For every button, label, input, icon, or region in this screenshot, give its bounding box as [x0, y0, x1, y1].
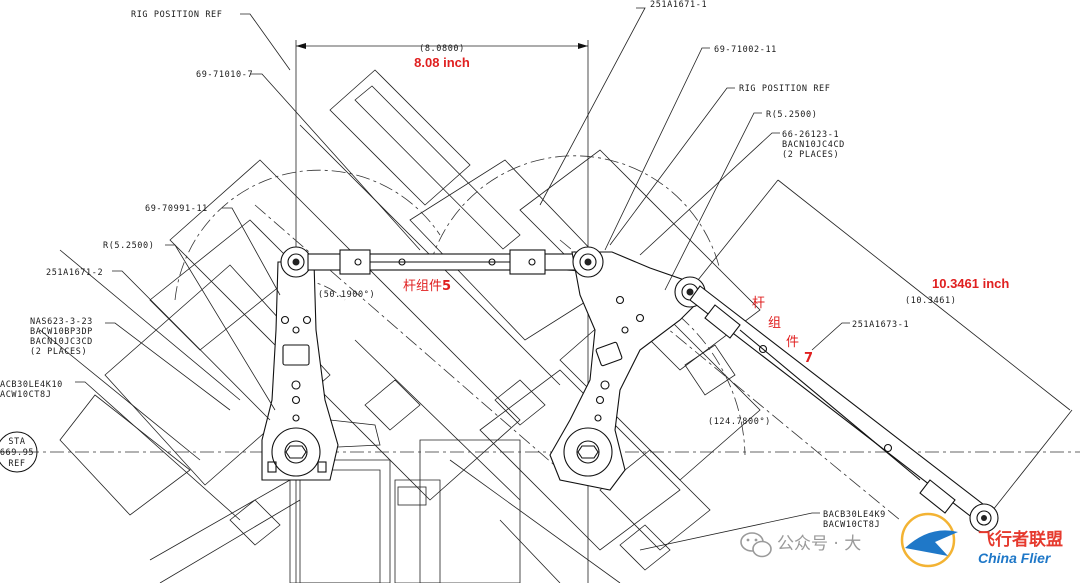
part-labels: RIG POSITION REF 251A1671-1 69-71002-11 … [0, 0, 1009, 530]
sta-ref: REF [8, 459, 25, 469]
leader-lines [0, 7, 850, 551]
places-right-label: (2 PLACES) [782, 150, 839, 160]
rig-position-ref-left-label: RIG POSITION REF [131, 10, 222, 20]
bacw-right-label: BACW10CT8J [823, 520, 880, 530]
wechat-icon [740, 532, 772, 558]
sta-value: 669.95 [0, 448, 34, 458]
dimension-right-red-label: 10.3461 inch [932, 276, 1009, 291]
part-66-26123-1-label: 66-26123-1 [782, 130, 839, 140]
background-structure [39, 69, 761, 583]
dimension-lines [296, 43, 1073, 521]
plane-logo-icon [900, 512, 958, 568]
sta-label: STA [8, 437, 25, 447]
bacn-right-label: BACN10JC4CD [782, 140, 845, 150]
bacb-left-label: ACB30LE4K10 [0, 380, 63, 390]
right-bellcrank [549, 246, 706, 491]
rod-7-char-2: 组 [768, 316, 781, 331]
rod-assembly-7 [689, 285, 999, 533]
part-251a1671-2-label: 251A1671-2 [46, 268, 103, 278]
part-69-70991-11-label: 69-70991-11 [145, 204, 208, 214]
dimension-top-label: (8.0800) [419, 44, 465, 54]
part-251a1671-1-label: 251A1671-1 [650, 0, 707, 10]
radius-right-label: R(5.2500) [766, 110, 817, 120]
radius-left-label: R(5.2500) [103, 241, 154, 251]
part-251a1673-1-label: 251A1673-1 [852, 320, 909, 330]
angle-right-label: (124.7800°) [708, 417, 771, 427]
bacb-right-label: BACB30LE4K9 [823, 510, 886, 520]
bacn-left-label: BACN10JC3CD [30, 337, 93, 347]
rod-5-label: 杆组件5 [403, 279, 451, 294]
watermark-text-3: China Flier [978, 550, 1052, 566]
rod-7-char-1: 杆 [752, 296, 765, 311]
bacw-left-label: BACW10BP3DP [30, 327, 93, 337]
places-left-label: (2 PLACES) [30, 347, 87, 357]
left-bellcrank [261, 246, 381, 481]
nas-label: NAS623-3-23 [30, 317, 93, 327]
dimension-top-red-label: 8.08 inch [414, 55, 470, 70]
rod-7-number: 7 [804, 351, 813, 366]
rig-position-ref-right-label: RIG POSITION REF [739, 84, 830, 94]
part-69-71010-7-label: 69-71010-7 [196, 70, 253, 80]
rod-7-char-3: 件 [786, 335, 799, 350]
angle-left-label: (50.1900°) [318, 290, 375, 300]
watermark-text-1: 公众号 · 大 [777, 534, 861, 554]
dimension-right-label: (10.3461) [905, 296, 956, 306]
rod-assembly-5 [307, 249, 579, 275]
bacw-left2-label: ACW10CT8J [0, 390, 51, 400]
sta-reference: STA 669.95 REF [0, 431, 38, 473]
watermark: 公众号 · 大 飞行者联盟 China Flier [740, 512, 1063, 568]
watermark-text-2: 飞行者联盟 [978, 529, 1063, 550]
part-69-71002-11-label: 69-71002-11 [714, 45, 777, 55]
